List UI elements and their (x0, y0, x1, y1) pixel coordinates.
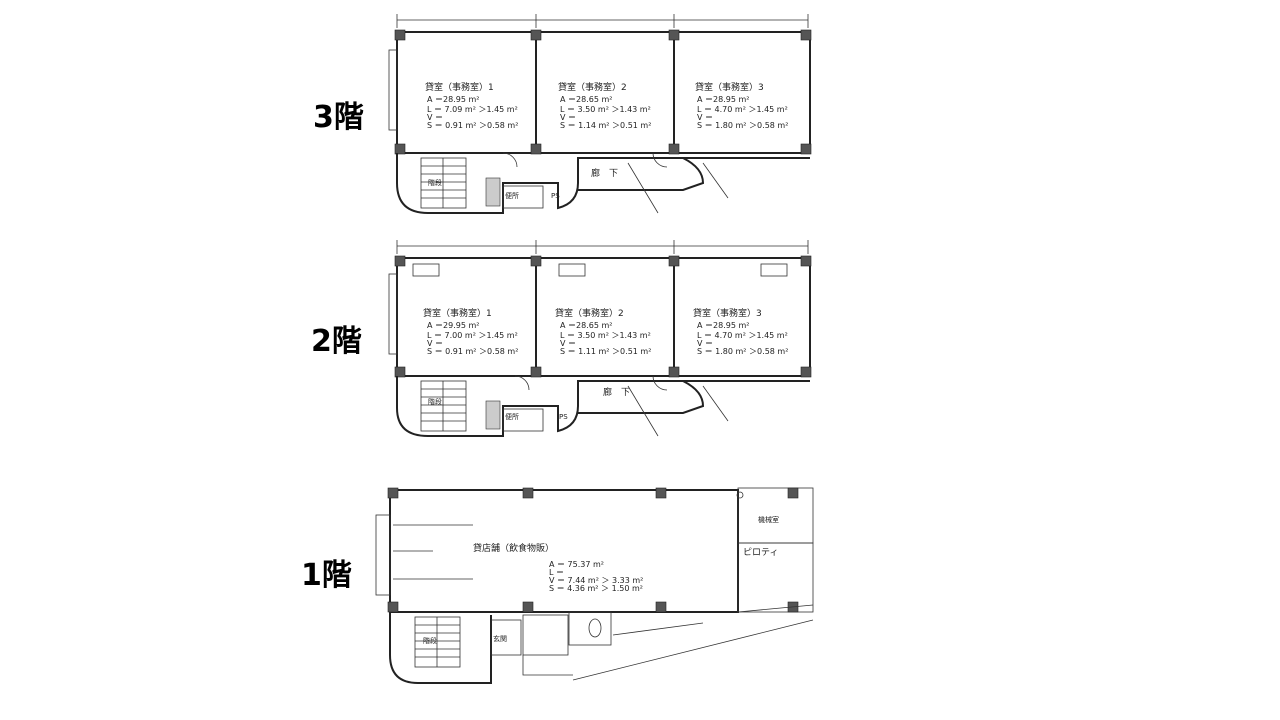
room-3f-1-l: L ＝ 7.09 m² ＞1.45 m² (427, 105, 518, 114)
room-3f-1-v: V ＝ (427, 113, 443, 122)
room-2f-2-area: A ＝28.65 m² (560, 321, 612, 330)
room-3f-3-v: V ＝ (697, 113, 713, 122)
room-3f-3-area: A ＝28.95 m² (697, 95, 749, 104)
corridor-3f-label: 廊 下 (591, 167, 618, 179)
room-2f-2-v: V ＝ (560, 339, 576, 348)
room-2f-1-v: V ＝ (427, 339, 443, 348)
ps-2f-label: PS (559, 413, 568, 421)
room-2f-3-name: 貸室（事務室）3 (693, 307, 762, 319)
room-2f-1-name: 貸室（事務室）1 (423, 307, 492, 319)
floor-label-1f: 1階 (301, 558, 352, 593)
room-2f-2-s: S ＝ 1.11 m² ＞0.51 m² (560, 347, 651, 356)
entrance-label: 玄関 (493, 634, 507, 643)
floor-label-2f: 2階 (311, 324, 362, 359)
room-2f-1-s: S ＝ 0.91 m² ＞0.58 m² (427, 347, 518, 356)
room-2f-1-l: L ＝ 7.00 m² ＞1.45 m² (427, 331, 518, 340)
room-3f-2-area: A ＝28.65 m² (560, 95, 612, 104)
stairs-3f-label: 階段 (428, 178, 442, 187)
room-3f-1-name: 貸室（事務室）1 (425, 81, 494, 93)
store-1f-l: L ＝ (549, 568, 564, 577)
room-2f-3-v: V ＝ (697, 339, 713, 348)
room-3f-3-name: 貸室（事務室）3 (695, 81, 764, 93)
room-3f-1-s: S ＝ 0.91 m² ＞0.58 m² (427, 121, 518, 130)
room-2f-2-name: 貸室（事務室）2 (555, 307, 624, 319)
piloti-label: ピロティ (743, 547, 778, 558)
floor-plan-1f: 貸店舗（飲食物販） A ＝ 75.37 m² L ＝ V ＝ 7.44 m² ＞… (373, 485, 818, 685)
room-3f-2-l: L ＝ 3.50 m² ＞1.43 m² (560, 105, 651, 114)
room-2f-3-l: L ＝ 4.70 m² ＞1.45 m² (697, 331, 788, 340)
room-2f-3-area: A ＝28.95 m² (697, 321, 749, 330)
ps-3f-label: PS (551, 192, 560, 200)
room-3f-3-s: S ＝ 1.80 m² ＞0.58 m² (697, 121, 788, 130)
floor-plan-3f: 貸室（事務室）1 A ＝28.95 m² L ＝ 7.09 m² ＞1.45 m… (383, 8, 823, 218)
stairs-1f-label: 階段 (423, 636, 437, 645)
room-3f-2-name: 貸室（事務室）2 (558, 81, 627, 93)
room-3f-2-v: V ＝ (560, 113, 576, 122)
room-2f-1-area: A ＝29.95 m² (427, 321, 479, 330)
wc-2f-label: 便所 (505, 412, 519, 421)
room-2f-3-s: S ＝ 1.80 m² ＞0.58 m² (697, 347, 788, 356)
floor-plan-2f: 貸室（事務室）1 A ＝29.95 m² L ＝ 7.00 m² ＞1.45 m… (383, 236, 823, 441)
room-2f-2-l: L ＝ 3.50 m² ＞1.43 m² (560, 331, 651, 340)
store-1f-name: 貸店舗（飲食物販） (473, 542, 554, 554)
floor-label-3f: 3階 (313, 100, 364, 135)
corridor-2f-label: 廊 下 (603, 386, 630, 398)
store-1f-area: A ＝ 75.37 m² (549, 560, 604, 569)
machine-room-label: 機械室 (758, 515, 779, 524)
room-3f-3-l: L ＝ 4.70 m² ＞1.45 m² (697, 105, 788, 114)
store-1f-v: V ＝ 7.44 m² ＞ 3.33 m² (549, 576, 643, 585)
wc-3f-label: 便所 (505, 191, 519, 200)
store-1f-s: S ＝ 4.36 m² ＞ 1.50 m² (549, 584, 643, 593)
stairs-2f-label: 階段 (428, 397, 442, 406)
room-3f-2-s: S ＝ 1.14 m² ＞0.51 m² (560, 121, 651, 130)
room-3f-1-area: A ＝28.95 m² (427, 95, 479, 104)
